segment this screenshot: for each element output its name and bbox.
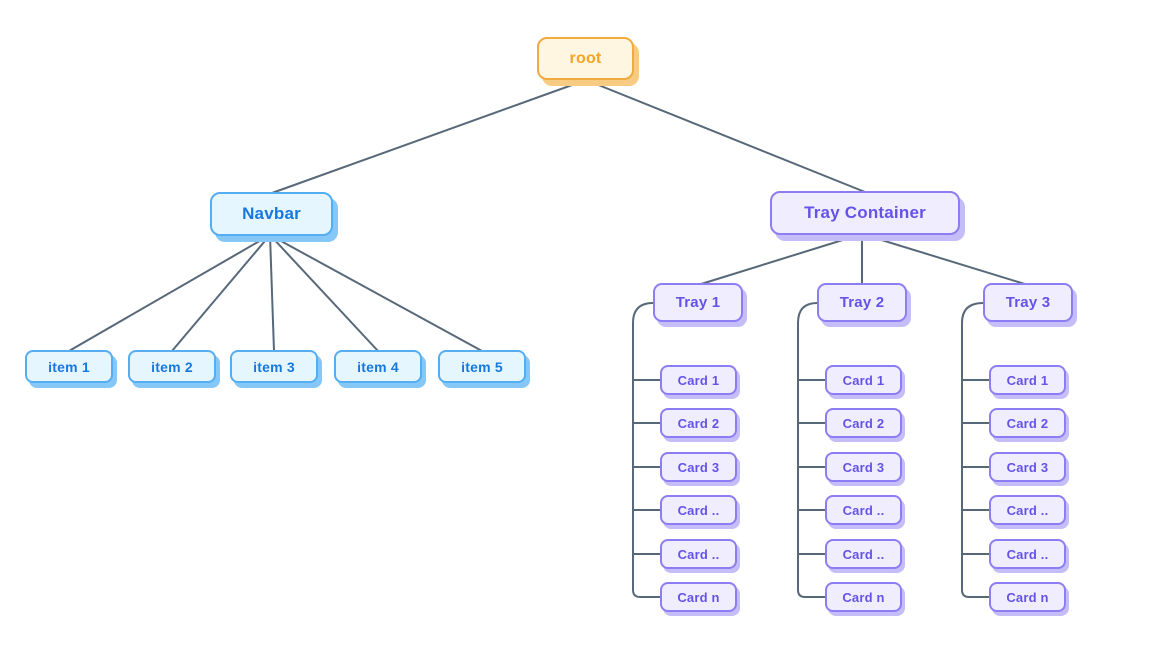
node-card-label: Card 3 <box>842 459 885 475</box>
edge-navbar-item-4 <box>269 234 379 352</box>
node-tray3-card-3[interactable]: Card 3 <box>989 452 1066 482</box>
node-tray3-card-6[interactable]: Card n <box>989 582 1066 612</box>
node-tray3-card-1[interactable]: Card 1 <box>989 365 1066 395</box>
node-card-label: Card n <box>842 589 885 605</box>
node-tray-3[interactable]: Tray 3 <box>983 283 1073 322</box>
node-tray1-card-4[interactable]: Card .. <box>660 495 737 525</box>
edge-navbar-item-2 <box>171 234 271 352</box>
bracket-tray-1 <box>632 302 660 598</box>
node-navbar[interactable]: Navbar <box>210 192 333 236</box>
node-tray1-card-1[interactable]: Card 1 <box>660 365 737 395</box>
node-tray1-card-5[interactable]: Card .. <box>660 539 737 569</box>
edge-navbar-item-3 <box>269 234 275 352</box>
node-tray2-card-6[interactable]: Card n <box>825 582 902 612</box>
bracket-tray-2 <box>797 302 825 598</box>
node-navbar-label: Navbar <box>242 204 301 223</box>
node-card-label: Card .. <box>842 502 885 518</box>
node-tray1-card-2[interactable]: Card 2 <box>660 408 737 438</box>
node-item-1[interactable]: item 1 <box>25 350 113 383</box>
node-root[interactable]: root <box>537 37 634 80</box>
node-card-label: Card .. <box>677 502 720 518</box>
node-tray2-card-2[interactable]: Card 2 <box>825 408 902 438</box>
node-card-label: Card 2 <box>677 415 720 431</box>
edge-trayc-tray-3 <box>861 233 1029 286</box>
node-root-label: root <box>569 49 602 67</box>
node-tray1-card-3[interactable]: Card 3 <box>660 452 737 482</box>
node-tray-label: Tray 2 <box>839 294 885 311</box>
node-item-label: item 3 <box>253 358 295 375</box>
node-tray-2[interactable]: Tray 2 <box>817 283 907 322</box>
node-item-label: item 1 <box>48 358 90 375</box>
node-card-label: Card 1 <box>677 372 720 388</box>
node-item-5[interactable]: item 5 <box>438 350 526 383</box>
node-card-label: Card 2 <box>1006 415 1049 431</box>
node-tray-container-label: Tray Container <box>804 203 926 222</box>
edge-navbar-item-5 <box>269 234 483 352</box>
node-tray2-card-3[interactable]: Card 3 <box>825 452 902 482</box>
bracket-tray-2-stubs <box>798 379 825 555</box>
node-item-4[interactable]: item 4 <box>334 350 422 383</box>
node-card-label: Card .. <box>1006 502 1049 518</box>
node-tray-container[interactable]: Tray Container <box>770 191 960 235</box>
node-item-label: item 4 <box>357 358 399 375</box>
edge-root-tray-container <box>585 79 866 193</box>
edge-root-navbar <box>271 79 587 194</box>
node-item-label: item 5 <box>461 358 503 375</box>
node-tray3-card-5[interactable]: Card .. <box>989 539 1066 569</box>
node-item-2[interactable]: item 2 <box>128 350 216 383</box>
node-tray1-card-6[interactable]: Card n <box>660 582 737 612</box>
node-item-label: item 2 <box>151 358 193 375</box>
node-tray2-card-4[interactable]: Card .. <box>825 495 902 525</box>
node-card-label: Card .. <box>677 546 720 562</box>
node-card-label: Card n <box>677 589 720 605</box>
node-card-label: Card 3 <box>677 459 720 475</box>
node-tray2-card-5[interactable]: Card .. <box>825 539 902 569</box>
bracket-tray-3-stubs <box>962 379 989 555</box>
node-card-label: Card 1 <box>1006 372 1049 388</box>
node-card-label: Card .. <box>842 546 885 562</box>
node-card-label: Card 3 <box>1006 459 1049 475</box>
bracket-tray-1-stubs <box>633 379 660 555</box>
node-card-label: Card 2 <box>842 415 885 431</box>
edge-navbar-item-1 <box>68 234 271 352</box>
node-tray-label: Tray 3 <box>1005 294 1051 311</box>
node-tray2-card-1[interactable]: Card 1 <box>825 365 902 395</box>
node-tray3-card-2[interactable]: Card 2 <box>989 408 1066 438</box>
node-tray-1[interactable]: Tray 1 <box>653 283 743 322</box>
bracket-tray-3 <box>961 302 989 598</box>
node-card-label: Card n <box>1006 589 1049 605</box>
edge-trayc-tray-1 <box>697 233 863 286</box>
node-tray-label: Tray 1 <box>675 294 721 311</box>
node-card-label: Card 1 <box>842 372 885 388</box>
node-card-label: Card .. <box>1006 546 1049 562</box>
node-tray3-card-4[interactable]: Card .. <box>989 495 1066 525</box>
node-item-3[interactable]: item 3 <box>230 350 318 383</box>
